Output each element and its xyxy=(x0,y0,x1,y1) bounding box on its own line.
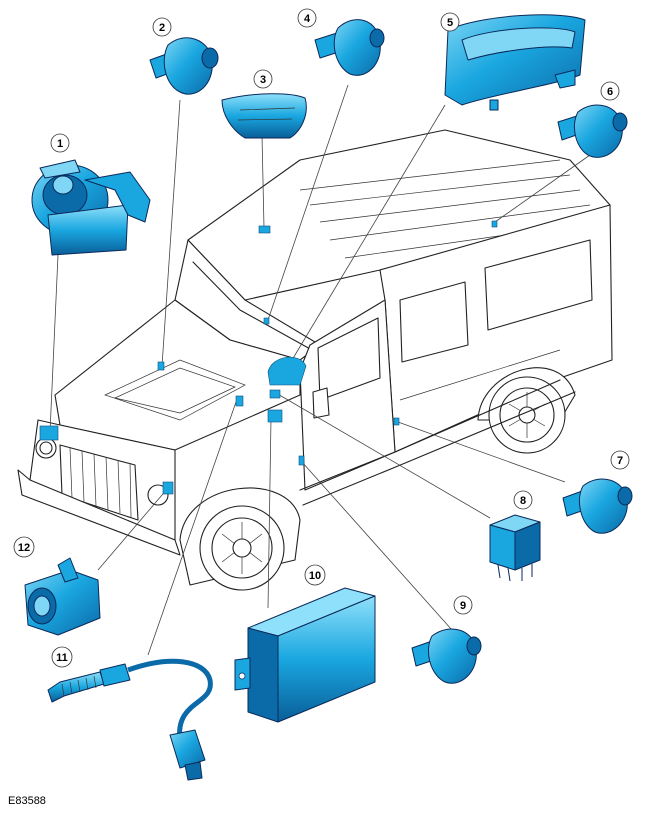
marker-12 xyxy=(162,481,174,495)
marker-9 xyxy=(298,455,305,466)
location-markers xyxy=(39,220,498,495)
vehicle-outline xyxy=(17,129,613,591)
svg-text:2: 2 xyxy=(159,22,165,34)
callout-10: 10 xyxy=(304,564,326,586)
callout-9: 9 xyxy=(453,595,473,615)
instrument-cluster-component xyxy=(444,14,586,111)
sensor-7-component xyxy=(562,478,633,534)
marker-5 xyxy=(267,356,307,386)
marker-2 xyxy=(157,361,165,371)
svg-text:4: 4 xyxy=(304,13,311,25)
relay-component xyxy=(489,514,541,582)
callout-6: 6 xyxy=(600,81,620,101)
marker-3 xyxy=(258,225,271,234)
svg-text:1: 1 xyxy=(57,138,63,150)
sensor-6-component xyxy=(557,104,628,158)
svg-text:9: 9 xyxy=(460,600,466,612)
callout-3: 3 xyxy=(253,69,273,89)
marker-4 xyxy=(263,317,270,325)
marker-6 xyxy=(491,220,498,228)
marker-1 xyxy=(39,425,59,441)
leader-lines xyxy=(49,84,591,656)
callout-12: 12 xyxy=(13,536,35,558)
callout-4: 4 xyxy=(297,8,317,28)
figure-reference-code: E83588 xyxy=(8,795,46,807)
marker-10 xyxy=(267,409,283,423)
callout-5: 5 xyxy=(440,12,460,32)
callout-8: 8 xyxy=(513,490,533,510)
svg-text:5: 5 xyxy=(447,17,453,29)
svg-text:3: 3 xyxy=(260,74,266,86)
callout-1: 1 xyxy=(50,133,70,153)
svg-text:10: 10 xyxy=(309,570,321,582)
control-module-component xyxy=(234,587,376,723)
switch-harness-component xyxy=(47,658,213,781)
callout-2: 2 xyxy=(152,17,172,37)
callout-group: 1 2 3 4 5 6 7 8 xyxy=(13,8,630,668)
callout-7: 7 xyxy=(610,450,630,470)
svg-text:12: 12 xyxy=(18,542,30,554)
svg-text:7: 7 xyxy=(617,455,623,467)
marker-8 xyxy=(269,389,281,399)
svg-text:6: 6 xyxy=(607,86,613,98)
sensor-2-component xyxy=(149,37,219,95)
horn-component xyxy=(31,159,151,256)
sensor-4-component xyxy=(314,19,385,76)
svg-text:11: 11 xyxy=(56,652,68,664)
marker-11 xyxy=(235,395,244,407)
svg-text:8: 8 xyxy=(520,495,526,507)
siren-component xyxy=(24,557,101,636)
overhead-module-component xyxy=(221,93,307,139)
callout-11: 11 xyxy=(51,646,73,668)
sensor-9-component xyxy=(411,628,482,684)
marker-7 xyxy=(393,417,400,426)
